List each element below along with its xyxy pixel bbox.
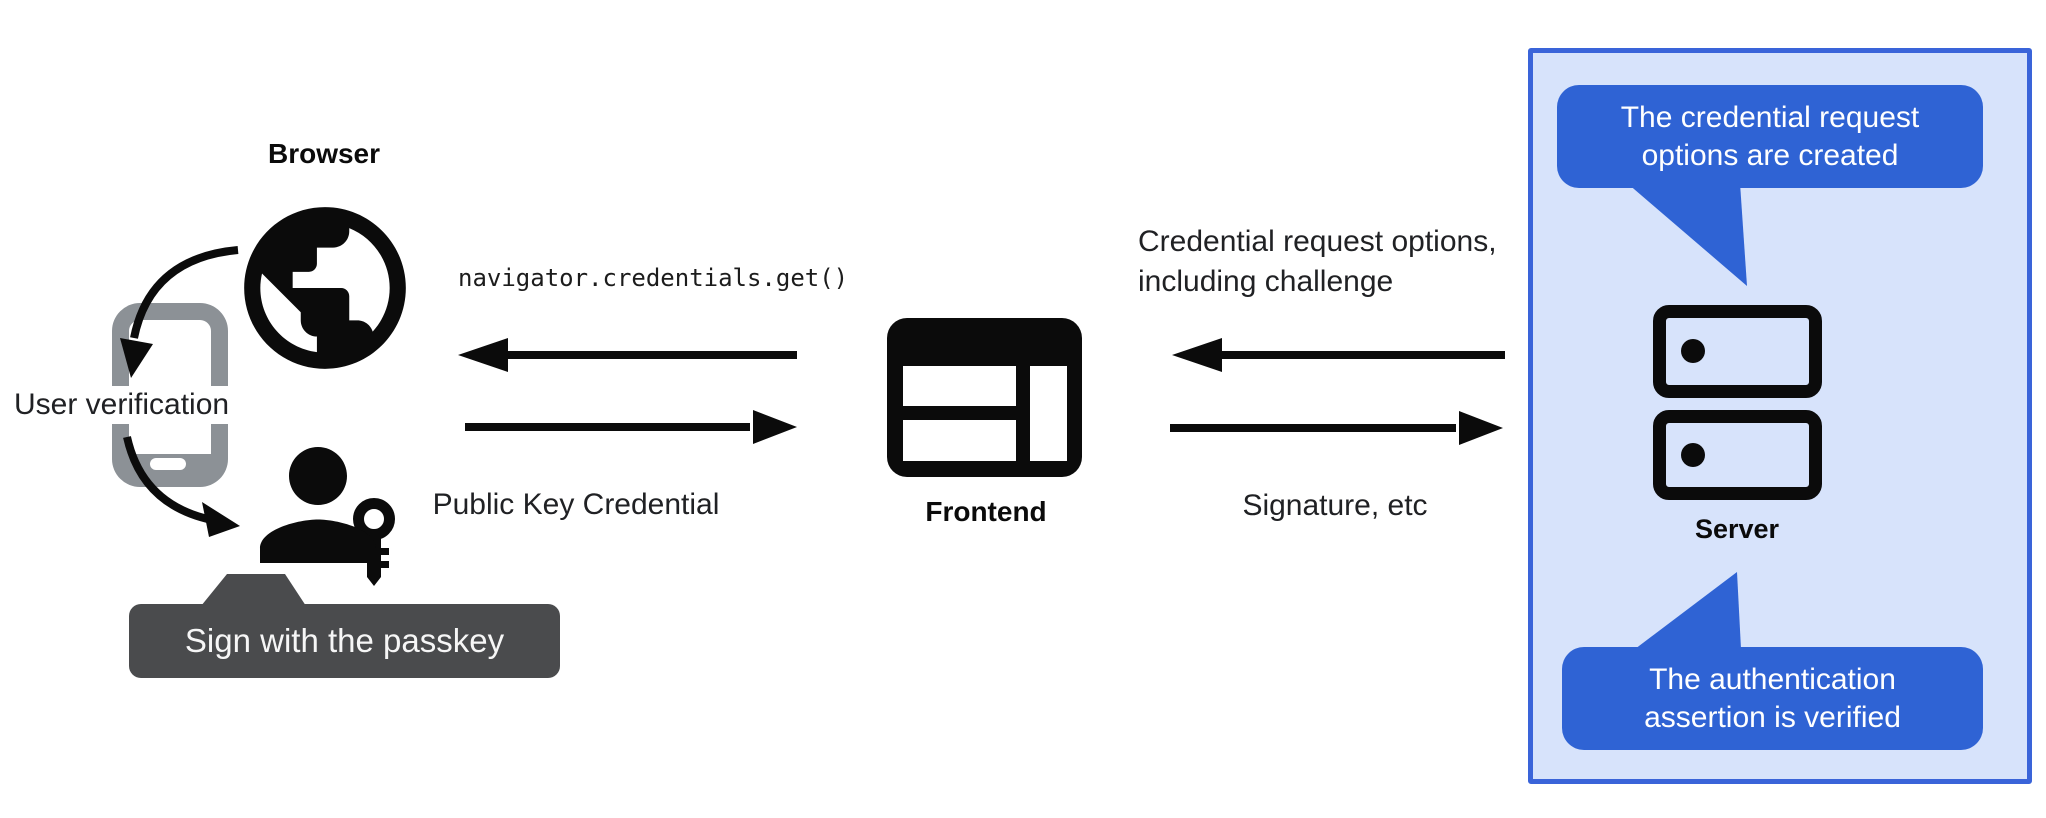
credential-request-line1: Credential request options, (1138, 225, 1497, 258)
user-verification-label: User verification (6, 386, 238, 424)
bubble-bottom-line2: assertion is verified (1644, 700, 1901, 734)
api-call-text: navigator.credentials.get() (458, 264, 849, 292)
server-icon-unit (1653, 305, 1822, 398)
credential-request-options-label: Credential request options, including ch… (1138, 222, 1497, 302)
bubble-bottom-line1: The authentication (1649, 662, 1896, 696)
bubble-top-line1: The credential request (1620, 100, 1920, 134)
frontend-icon-cell (903, 420, 1016, 461)
bubble-top-line2: options are created (1641, 138, 1899, 172)
arrow-server-to-frontend (1172, 338, 1505, 372)
passkey-tooltip: Sign with the passkey (129, 604, 560, 678)
phone-home-bar (150, 458, 186, 470)
server-icon-dot (1681, 339, 1705, 363)
browser-globe-icon (244, 207, 406, 369)
arrow-browser-to-frontend (465, 410, 797, 444)
server-icon-unit (1653, 410, 1822, 500)
frontend-icon-cell (903, 366, 1016, 406)
bubble-credential-request-created: The credential request options are creat… (1557, 85, 1983, 188)
bubble-assertion-verified: The authentication assertion is verified (1562, 647, 1983, 750)
server-icon-dot (1681, 443, 1705, 467)
signature-label: Signature, etc (1242, 489, 1428, 522)
public-key-credential-label: Public Key Credential (432, 488, 720, 521)
server-label: Server (1694, 514, 1780, 544)
credential-request-line2: including challenge (1138, 265, 1394, 298)
arrow-frontend-to-server (1170, 411, 1503, 445)
browser-label: Browser (267, 138, 381, 169)
user-icon (260, 447, 376, 563)
frontend-icon-cell (1030, 366, 1067, 461)
frontend-icon (887, 318, 1082, 477)
frontend-label: Frontend (925, 496, 1047, 527)
arrow-frontend-to-browser (458, 338, 797, 372)
